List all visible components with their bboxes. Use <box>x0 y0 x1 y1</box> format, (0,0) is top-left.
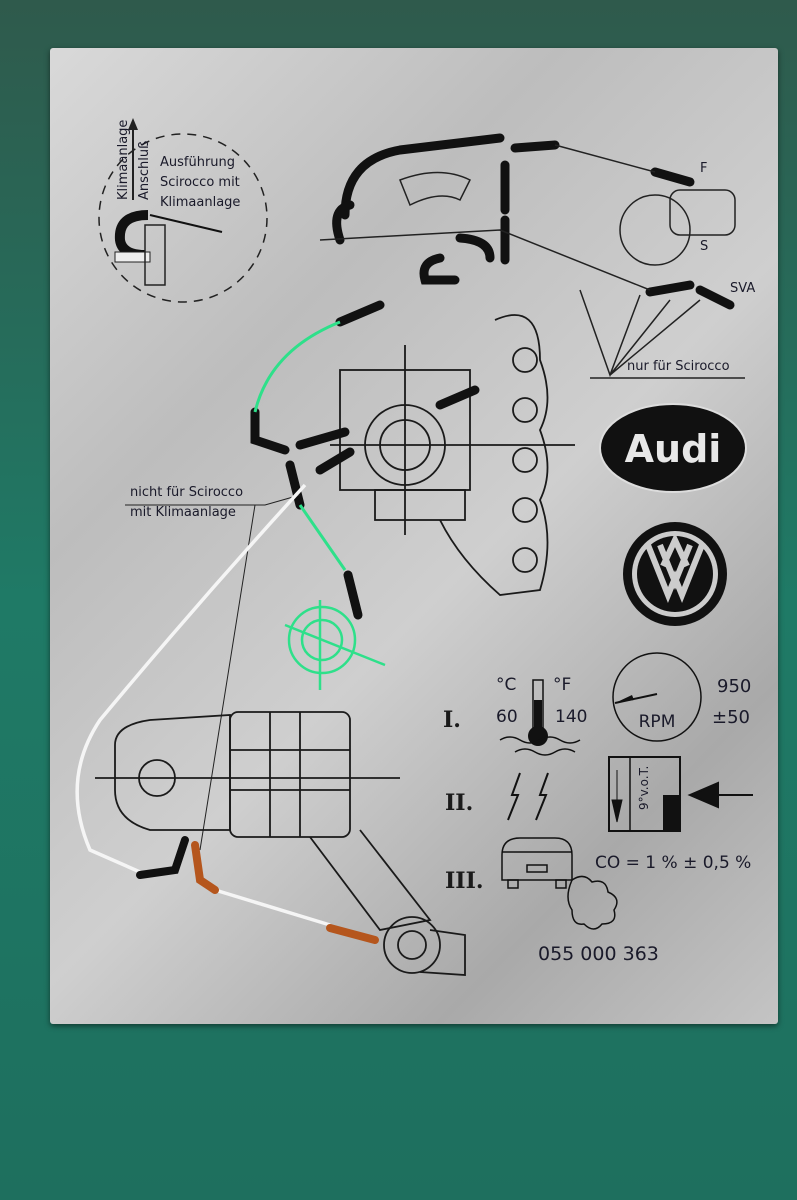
timing-scale-icon <box>608 756 753 832</box>
steps-step1-f-value: 140 <box>555 707 587 727</box>
tachometer-icon <box>612 652 702 742</box>
inset-vertical-2: Anschluß <box>137 141 152 200</box>
inset-line3: Klimaanlage <box>160 195 240 210</box>
green-hose <box>253 320 347 571</box>
inset-vertical-1: Klimaanlage <box>116 120 131 200</box>
arrow-up-icon <box>128 118 138 130</box>
inset-circle <box>98 133 268 303</box>
label-nicht-2: mit Klimaanlage <box>130 505 236 520</box>
top-hoses <box>332 133 735 310</box>
audi-logo <box>599 403 747 493</box>
steps-step1-rpm-value: 950 <box>717 676 751 697</box>
green-valve <box>284 600 386 690</box>
timing-text: 9°v.o.T. <box>637 766 651 810</box>
part-number: 055 000 363 <box>538 943 659 965</box>
step1-numeral: I. <box>443 707 461 733</box>
step3-numeral: III. <box>445 868 484 894</box>
audi-logo-text: Audi <box>625 427 722 471</box>
spark-icon <box>507 772 549 821</box>
air-filter <box>95 711 466 976</box>
car-exhaust-icon <box>501 837 618 930</box>
co-spec: CO = 1 % ± 0,5 % <box>595 853 751 873</box>
inset-line2: Scirocco mit <box>160 175 240 190</box>
label-nur-scirocco: nur für Scirocco <box>627 359 730 374</box>
step2-numeral: II. <box>445 790 473 816</box>
label-sva: SVA <box>730 281 755 296</box>
vw-logo <box>623 522 727 626</box>
thermometer-icon <box>499 679 581 756</box>
steps-step1-rpm-label: RPM <box>639 712 676 732</box>
arrow-left-icon <box>687 781 753 809</box>
carburetor <box>330 314 575 596</box>
label-f: F <box>700 161 707 176</box>
inset-line1: Ausführung <box>160 155 235 170</box>
label-s: S <box>700 239 708 254</box>
steps-step1-c-value: 60 <box>496 707 518 727</box>
steps-step1-rpm-tol: ±50 <box>712 707 750 728</box>
steps-step1-celsius: °C <box>496 675 516 695</box>
white-hose <box>75 483 307 874</box>
steps-step1-fahrenheit: °F <box>553 675 571 695</box>
label-nicht-1: nicht für Scirocco <box>130 485 243 500</box>
